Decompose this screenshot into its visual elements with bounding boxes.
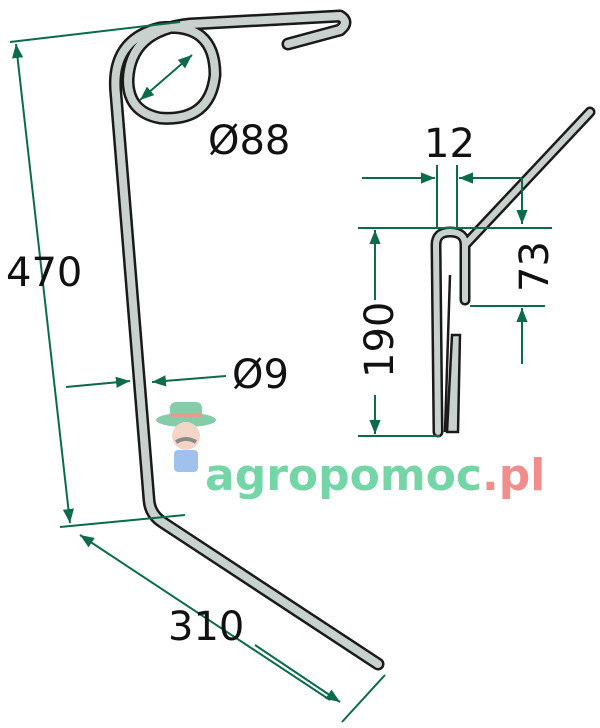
watermark: agropomoc.pl (156, 402, 545, 501)
watermark-suffix: .pl (482, 450, 545, 501)
clip-height-label: 190 (357, 302, 403, 378)
wire-diameter-label: Ø9 (232, 352, 289, 398)
offset-label: 73 (512, 241, 558, 292)
coil-diameter-label: Ø88 (208, 118, 290, 164)
foot-length-label: 310 (168, 604, 244, 650)
farmer-mascot-icon (156, 402, 216, 472)
height-label: 470 (6, 250, 82, 296)
spring-tine-front-view (430, 106, 596, 438)
dimension-lines (9, 21, 552, 723)
watermark-brand: agropomoc (205, 450, 482, 501)
gap-width-label: 12 (424, 121, 475, 167)
watermark-text: agropomoc.pl (205, 450, 545, 501)
spring-tine-side-view (108, 9, 385, 671)
